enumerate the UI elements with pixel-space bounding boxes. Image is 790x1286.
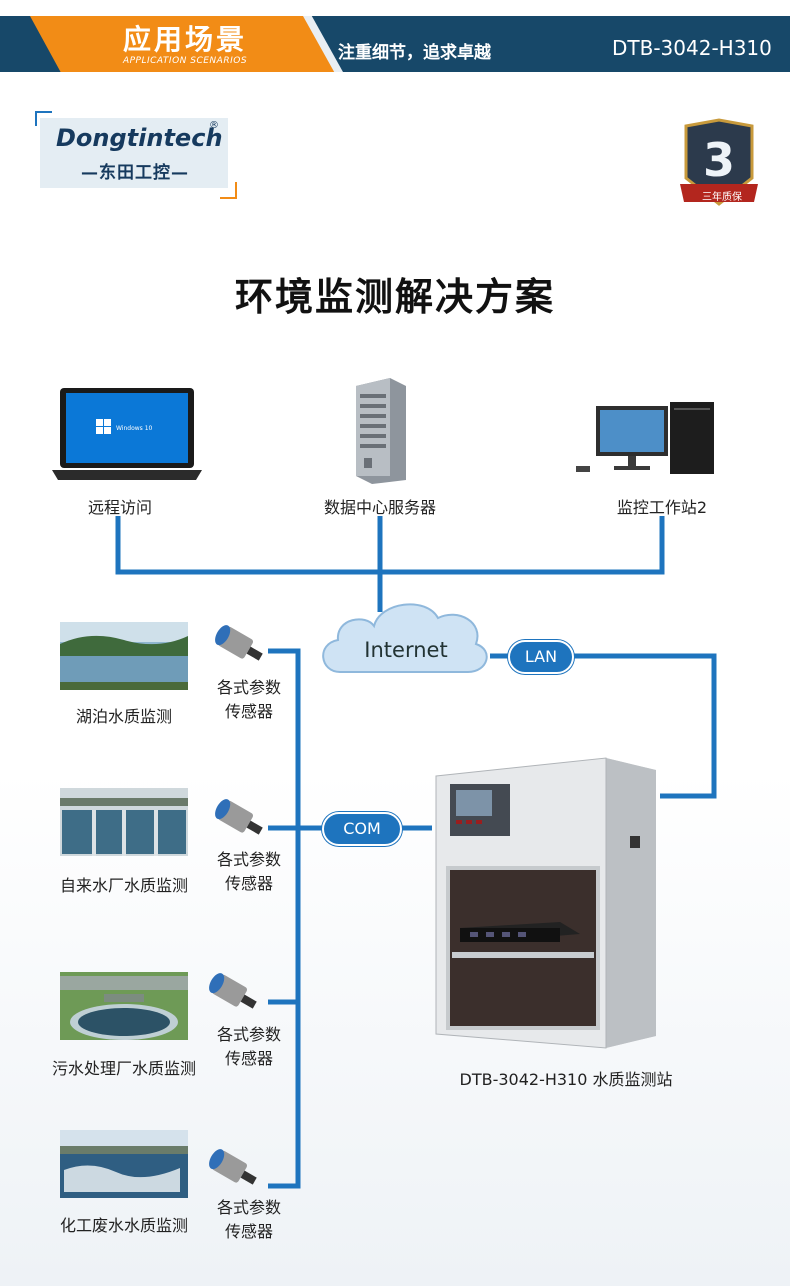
sensor-label-line2: 传感器 [224,1049,273,1068]
scenario-label-sewage: 污水处理厂水质监测 [51,1059,196,1078]
lake-photo [60,622,188,690]
sensor-icon [215,799,263,835]
station-label: DTB-3042-H310 水质监测站 [459,1070,673,1089]
server-icon [356,378,406,484]
logo-chinese-text: —东田工控— [81,163,189,183]
header-model: DTB-3042-H310 [612,36,772,60]
sensor-label-line1: 各式参数 [216,678,281,697]
laptop-icon: Windows 10 [52,388,202,480]
logo-registered-mark: ® [209,120,219,131]
brand-logo [40,118,228,188]
header-title: 应用场景 [122,23,247,56]
sensor-label-line1: 各式参数 [216,1025,281,1044]
internet-cloud-icon [322,603,488,673]
scenario-label-chemical: 化工废水水质监测 [59,1216,188,1235]
logo-brand-text: Dongtintech [56,124,223,152]
monitoring-workstation-label: 监控工作站2 [616,498,708,517]
waterworks-photo [60,788,188,856]
sensor-label-line2: 传感器 [224,1222,273,1241]
laptop-screen-text: Windows 10 [116,425,153,432]
internet-label: Internet [364,638,448,662]
sensor-label-line1: 各式参数 [216,850,281,869]
sewage-plant-photo [60,972,188,1040]
sensor-icon [215,625,263,661]
warranty-badge-icon: 3 [680,118,758,206]
badge-text: 三年质保 [702,192,742,203]
chemical-wastewater-photo [60,1130,188,1198]
badge-number: 3 [703,133,735,187]
sensor-icon [209,973,257,1009]
remote-access-label: 远程访问 [87,498,152,517]
data-center-server-label: 数据中心服务器 [323,498,436,517]
sensor-label-line1: 各式参数 [216,1198,281,1217]
header-slogan: 注重细节，追求卓越 [338,43,491,63]
page-title: 环境监测解决方案 [234,275,555,319]
header-orange-tab [30,16,336,72]
sensor-label-line2: 传感器 [224,702,273,721]
lan-badge: LAN [508,640,574,674]
workstation-icon [576,402,714,474]
header-subtitle: APPLICATION SCENARIOS [122,56,248,66]
scenario-label-lake: 湖泊水质监测 [75,707,172,726]
com-badge: COM [322,812,402,846]
scenario-label-waterworks: 自来水厂水质监测 [59,876,188,895]
logo-corner-brackets [35,111,237,199]
monitoring-station-cabinet [435,757,656,1049]
sensor-label-line2: 传感器 [224,874,273,893]
sensor-icon [209,1149,257,1185]
